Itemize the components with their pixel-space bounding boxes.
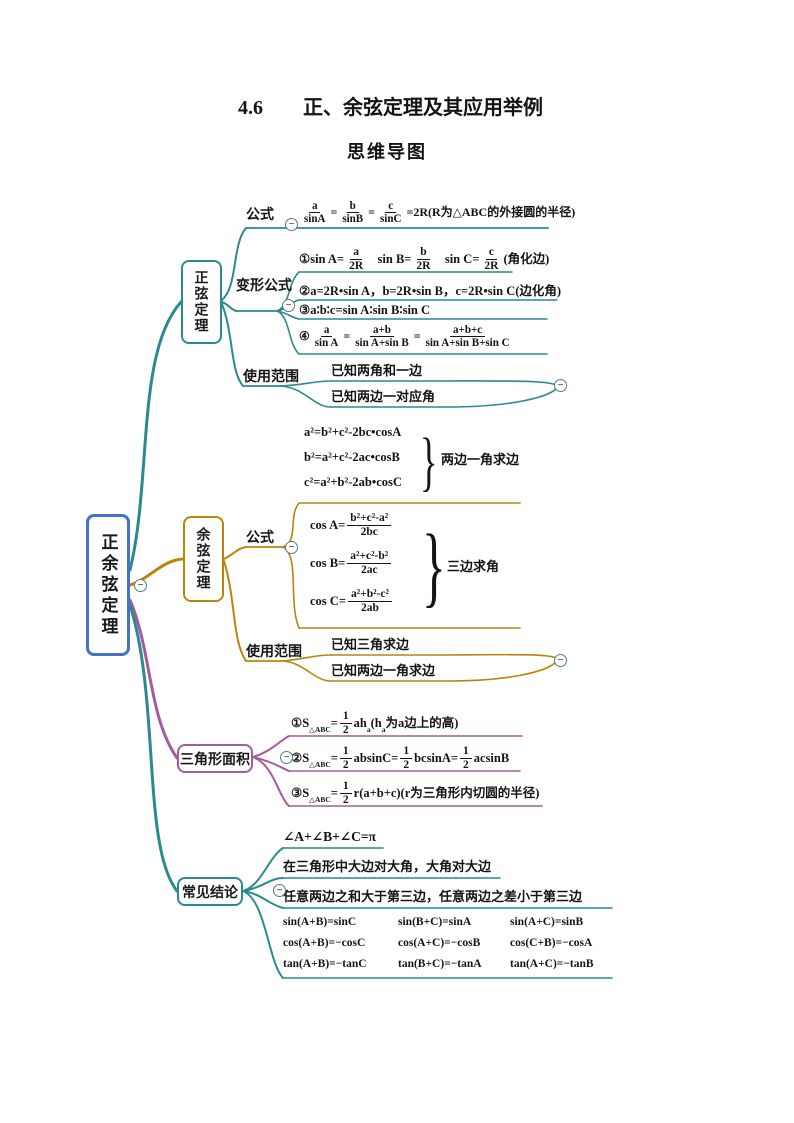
cosine-angle-brace-label: 三边求角	[447, 559, 500, 574]
collapse-icon[interactable]: −	[280, 751, 293, 764]
root-node: 正余弦定理	[86, 514, 130, 656]
triangle-area-node: 三角形面积	[177, 744, 253, 773]
identity-cell: tan(A+C)=−tanB	[510, 958, 594, 970]
identity-cell: sin(A+C)=sinB	[510, 916, 584, 928]
conclusion-angle-sum: ∠A+∠B+∠C=π	[283, 829, 376, 844]
sine-transform-2: ②a=2R•sin A，b=2R•sin B，c=2R•sin C(边化角)	[299, 284, 562, 298]
edge-formulas-brace-icon: }	[420, 425, 438, 498]
sine-transform-label: 变形公式	[236, 277, 292, 293]
cosine-edge-formula-2: b²=a²+c²-2ac•cosB	[304, 450, 400, 464]
cosine-edge-formula-1: a²=b²+c²-2bc•cosA	[304, 425, 402, 439]
collapse-icon[interactable]: −	[273, 884, 286, 897]
collapse-icon[interactable]: −	[134, 579, 147, 592]
identity-cell: cos(C+B)=−cosA	[510, 937, 593, 949]
identity-cell: cos(A+C)=−cosB	[398, 937, 481, 949]
page-title: 4.6 正、余弦定理及其应用举例	[238, 97, 543, 119]
collapse-icon[interactable]: −	[285, 218, 298, 231]
identity-cell: sin(A+B)=sinC	[283, 916, 357, 928]
sine-scope-label: 使用范围	[243, 368, 299, 384]
conclusion-side-angle: 在三角形中大边对大角，大角对大边	[283, 859, 492, 874]
identity-cell: sin(B+C)=sinA	[398, 916, 472, 928]
identity-cell: tan(A+B)=−tanC	[283, 958, 367, 970]
collapse-icon[interactable]: −	[554, 379, 567, 392]
identity-cell: tan(B+C)=−tanA	[398, 958, 482, 970]
collapse-icon[interactable]: −	[554, 654, 567, 667]
angle-formulas-brace-icon: }	[422, 517, 446, 616]
page-subtitle: 思维导图	[347, 142, 427, 162]
sine-transform-3: ③a∶b∶c=sin A∶sin B∶sin C	[299, 303, 431, 317]
identity-cell: cos(A+B)=−cosC	[283, 937, 366, 949]
cosine-edge-formula-3: c²=a²+b²-2ab•cosC	[304, 475, 402, 489]
cosine-scope-label: 使用范围	[246, 643, 302, 659]
cosine-theorem-node: 余弦定理	[183, 516, 224, 602]
cosine-scope-item-2: 已知两边一角求边	[331, 663, 436, 678]
cosine-edge-brace-label: 两边一角求边	[441, 452, 520, 467]
cosine-formula-label: 公式	[246, 529, 274, 545]
conclusion-triangle-inequality: 任意两边之和大于第三边，任意两边之差小于第三边	[283, 889, 583, 904]
sine-scope-item-1: 已知两角和一边	[331, 363, 423, 378]
sine-scope-item-2: 已知两边一对应角	[331, 389, 436, 404]
sine-formula-label: 公式	[246, 206, 274, 222]
cosine-scope-item-1: 已知三角求边	[331, 637, 410, 652]
common-conclusions-node: 常见结论	[177, 877, 243, 906]
collapse-icon[interactable]: −	[282, 299, 295, 312]
collapse-icon[interactable]: −	[285, 541, 298, 554]
sine-theorem-node: 正弦定理	[181, 260, 222, 344]
